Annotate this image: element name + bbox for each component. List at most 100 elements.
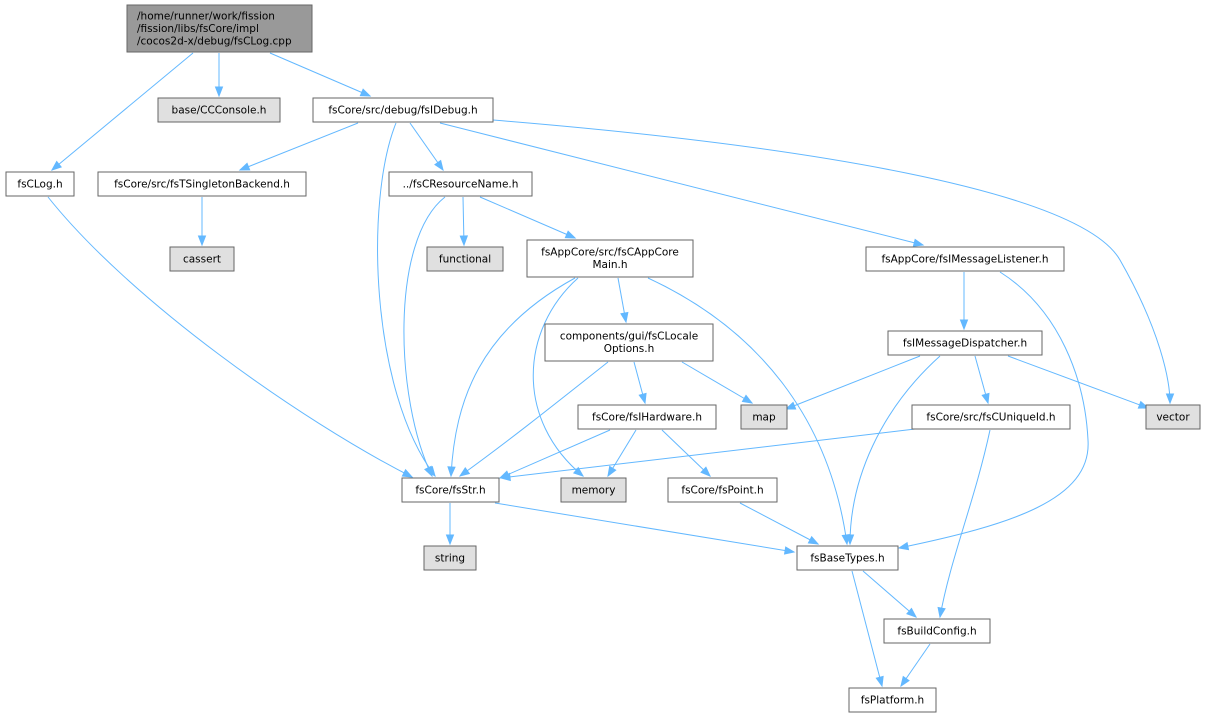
- node-label: fsCore/src/fsCUniqueId.h: [926, 411, 1055, 423]
- node-label: fsCLog.h: [17, 178, 62, 190]
- edge-arrowhead: [807, 535, 820, 545]
- node-label: base/CCConsole.h: [172, 104, 267, 116]
- edge-line: [51, 52, 194, 171]
- node-platform[interactable]: fsPlatform.h: [848, 687, 937, 713]
- edge-locale-to-map: [681, 361, 754, 404]
- node-msglistener[interactable]: fsAppCore/fsIMessageListener.h: [865, 246, 1065, 272]
- edge-hardware-to-fsstr: [498, 429, 611, 479]
- edge-basetypes-to-platform: [851, 570, 884, 688]
- edge-line: [500, 428, 916, 479]
- edge-tsingleton-to-cassert: [197, 197, 207, 247]
- node-tsingleton[interactable]: fsCore/src/fsTSingletonBackend.h: [97, 171, 307, 197]
- node-fsidebug[interactable]: fsCore/src/debug/fsIDebug.h: [312, 97, 494, 123]
- edge-uniqueid-to-buildconfig: [937, 429, 991, 619]
- node-fsclog[interactable]: fsCLog.h: [5, 171, 75, 197]
- edge-appcore-to-memory: [532, 277, 585, 477]
- node-box: [157, 97, 281, 123]
- node-memory: memory: [560, 477, 627, 503]
- edge-msglistener-to-basetypes: [897, 271, 1089, 551]
- edge-basetypes-to-buildconfig: [862, 570, 918, 618]
- edge-line: [849, 355, 941, 545]
- edge-fspoint-to-basetypes: [739, 502, 820, 545]
- edge-fsstr-to-string: [445, 503, 455, 546]
- node-box: [401, 477, 500, 503]
- edge-arrowhead: [845, 534, 855, 546]
- node-label: memory: [572, 484, 616, 496]
- node-label: fsAppCore/fsIMessageListener.h: [881, 253, 1048, 265]
- edge-dispatcher-to-vector: [1007, 355, 1150, 409]
- node-box: [388, 171, 533, 197]
- edge-line: [239, 122, 359, 171]
- edge-arrowhead: [783, 546, 796, 555]
- node-box: [883, 618, 991, 644]
- edge-line: [439, 122, 924, 246]
- node-box: [312, 97, 494, 123]
- node-string: string: [423, 545, 477, 571]
- node-hardware[interactable]: fsCore/fsIHardware.h: [577, 404, 717, 430]
- node-label: fsCore/fsIHardware.h: [592, 411, 702, 423]
- node-basetypes[interactable]: fsBaseTypes.h: [796, 545, 899, 571]
- edge-root-to-ccconsole: [214, 53, 224, 98]
- node-label: Main.h: [592, 259, 627, 271]
- edge-arrowhead: [434, 159, 444, 172]
- edge-fsidebug-to-resname: [409, 122, 444, 172]
- edge-arrowhead: [445, 534, 455, 546]
- edge-arrowhead: [937, 606, 946, 619]
- node-fspoint[interactable]: fsCore/fsPoint.h: [667, 477, 778, 503]
- edge-line: [499, 429, 611, 479]
- edge-line: [785, 355, 921, 410]
- edge-arrowhead: [741, 394, 754, 404]
- edge-fsstr-to-basetypes: [494, 502, 796, 555]
- edge-arrowhead: [197, 235, 207, 247]
- node-label: Options.h: [604, 343, 655, 355]
- edge-line: [739, 502, 819, 545]
- edge-fsclog-to-fsstr: [47, 196, 414, 478]
- node-box: [848, 687, 937, 713]
- node-label: components/gui/fsCLocale: [560, 331, 698, 343]
- node-box: [544, 323, 714, 362]
- node-buildconfig[interactable]: fsBuildConfig.h: [883, 618, 991, 644]
- node-vector: vector: [1145, 404, 1201, 430]
- node-cassert: cassert: [169, 246, 235, 272]
- edge-arrowhead: [1165, 393, 1175, 405]
- edge-arrowhead: [607, 465, 617, 478]
- edges-layer: [47, 52, 1175, 688]
- edge-arrowhead: [238, 162, 251, 171]
- node-label: /fission/libs/fsCore/impl: [137, 23, 259, 35]
- node-uniqueid[interactable]: fsCore/src/fsCUniqueId.h: [911, 404, 1071, 430]
- edge-line: [851, 570, 883, 687]
- edge-resname-to-fsstr: [403, 196, 446, 478]
- edge-arrowhead: [620, 311, 629, 324]
- edge-fsidebug-to-msglistener: [439, 122, 925, 247]
- edge-arrowhead: [912, 238, 925, 247]
- edge-arrowhead: [981, 392, 990, 405]
- edge-root-to-fsidebug: [269, 52, 372, 97]
- edge-dispatcher-to-uniqueid: [974, 355, 990, 405]
- edge-fsidebug-to-tsingleton: [238, 122, 359, 171]
- node-fsstr[interactable]: fsCore/fsStr.h: [401, 477, 500, 503]
- edge-locale-to-fsstr: [458, 361, 609, 477]
- node-box: [97, 171, 307, 197]
- node-box: [865, 246, 1065, 272]
- edge-buildconfig-to-platform: [900, 643, 931, 688]
- edge-locale-to-hardware: [633, 361, 647, 405]
- node-box: [740, 404, 788, 430]
- edge-uniqueid-to-fsstr: [499, 428, 916, 482]
- node-label: fsCore/src/debug/fsIDebug.h: [328, 104, 477, 116]
- edge-hardware-to-fspoint: [661, 429, 711, 477]
- edge-line: [47, 196, 413, 478]
- node-label: string: [435, 552, 465, 564]
- edge-appcore-to-fsstr: [447, 277, 576, 478]
- node-map: map: [740, 404, 788, 430]
- node-box: [796, 545, 899, 571]
- edge-arrowhead: [359, 88, 372, 97]
- node-box: [560, 477, 627, 503]
- edge-arrowhead: [638, 392, 647, 405]
- node-resname[interactable]: ../fsCResourceName.h: [388, 171, 533, 197]
- edge-line: [409, 122, 444, 171]
- edge-line: [403, 196, 446, 477]
- node-dispatcher[interactable]: fsIMessageDispatcher.h: [887, 330, 1043, 356]
